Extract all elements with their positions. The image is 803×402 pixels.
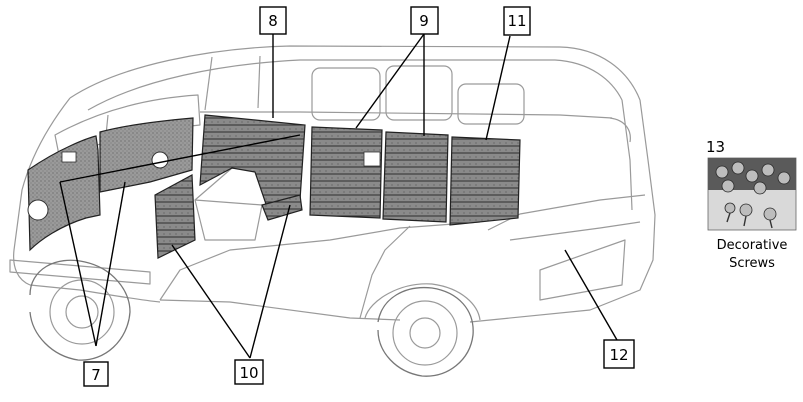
callout-9: 9	[410, 6, 439, 35]
svg-text:12: 12	[609, 346, 628, 364]
panel-10-left	[154, 174, 196, 259]
screws-photo-icon	[707, 157, 797, 231]
panel-8	[199, 114, 306, 211]
leader-lines	[59, 33, 618, 359]
callout-12: 12	[603, 339, 635, 369]
panel-11	[449, 136, 521, 226]
door-panel-7-right	[99, 117, 194, 193]
svg-text:11: 11	[507, 12, 526, 30]
callout-11: 11	[503, 6, 531, 36]
panel-9-left	[309, 126, 383, 219]
svg-text:8: 8	[268, 12, 278, 30]
callout-8: 8	[259, 6, 287, 35]
svg-text:9: 9	[419, 12, 429, 30]
callout-10: 10	[234, 359, 264, 385]
panel-10-right	[261, 194, 303, 221]
door-panel-7-left	[27, 135, 101, 252]
thumbnail-caption-line2: Screws	[729, 256, 775, 271]
svg-text:7: 7	[91, 366, 101, 384]
thumbnail-number: 13	[706, 138, 725, 156]
screws-thumbnail: 13 Decorative Screws	[706, 138, 797, 271]
callout-7: 7	[83, 361, 109, 387]
svg-text:10: 10	[239, 364, 258, 382]
panel-9-right	[382, 131, 449, 223]
thumbnail-caption-line1: Decorative	[717, 238, 788, 253]
